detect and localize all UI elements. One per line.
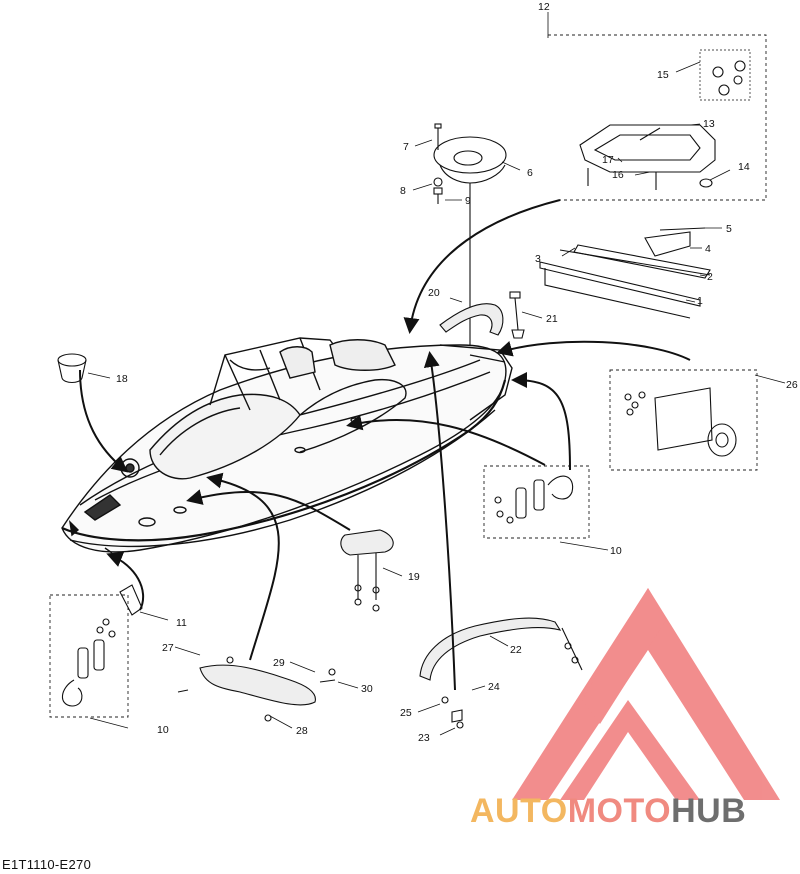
figure-code: E1T1110-E270 xyxy=(2,857,92,872)
callout-19: 19 xyxy=(408,571,420,583)
cleat-icon xyxy=(340,529,394,612)
callout-27: 27 xyxy=(162,642,174,654)
tie-down-eye-left-icon xyxy=(61,618,116,707)
callout-30: 30 xyxy=(361,683,373,695)
callout-8: 8 xyxy=(400,185,406,197)
callout-5: 5 xyxy=(726,223,732,235)
callout-4: 4 xyxy=(705,243,711,255)
bow-bracket-icon xyxy=(119,584,143,616)
bow-handrail-icon xyxy=(177,656,336,722)
callout-16: 16 xyxy=(612,169,624,181)
watermark-logo-icon xyxy=(512,588,780,800)
callout-25: 25 xyxy=(400,707,412,719)
stern-handrail-icon xyxy=(419,617,583,729)
boat-hull xyxy=(61,337,513,554)
callout-18: 18 xyxy=(116,373,128,385)
callout-22: 22 xyxy=(510,644,522,656)
callout-28: 28 xyxy=(296,725,308,737)
callout-10-left: 10 xyxy=(157,724,169,736)
bolt-icon xyxy=(434,123,442,150)
cup-holder-icon xyxy=(57,353,87,384)
callout-11: 11 xyxy=(176,617,187,629)
seat-bracket-icon xyxy=(579,124,716,173)
handle-bolt-icon xyxy=(509,291,525,339)
watermark-hub: HUB xyxy=(671,792,746,830)
callout-15: 15 xyxy=(657,69,669,81)
callout-21: 21 xyxy=(546,313,558,325)
tie-down-eye-icon xyxy=(494,475,574,524)
screw-icon xyxy=(587,168,657,190)
group-box-10-right xyxy=(483,465,590,539)
group-box-26 xyxy=(609,369,758,471)
callout-23: 23 xyxy=(418,732,430,744)
callout-29: 29 xyxy=(273,657,285,669)
nut-icon xyxy=(699,178,713,188)
callout-26: 26 xyxy=(786,379,798,391)
callout-6: 6 xyxy=(527,167,533,179)
callout-13: 13 xyxy=(703,118,715,130)
callout-3: 3 xyxy=(535,253,541,265)
leader-lines xyxy=(79,199,691,691)
callout-12: 12 xyxy=(538,1,550,13)
callout-14: 14 xyxy=(738,161,750,173)
group-box-12 xyxy=(547,34,767,201)
callout-24: 24 xyxy=(488,681,500,693)
callout-7: 7 xyxy=(403,141,409,153)
washer-nut-icon xyxy=(433,177,443,204)
pedestal-plate-icon xyxy=(433,136,507,184)
callout-leaders xyxy=(87,12,786,736)
rubber-mounts-icon xyxy=(699,49,751,101)
watermark-moto: MOTO xyxy=(568,792,671,830)
callout-17: 17 xyxy=(602,154,614,166)
mounting-rails-icon xyxy=(539,227,711,319)
watermark-auto: AUTO xyxy=(470,792,568,830)
watermark-text: AUTOMOTOHUB xyxy=(470,792,746,830)
stern-plate-icon xyxy=(624,387,737,457)
callout-20: 20 xyxy=(428,287,440,299)
callout-1: 1 xyxy=(697,295,703,307)
group-box-10-left xyxy=(49,594,129,718)
callout-10-right: 10 xyxy=(610,545,622,557)
grab-handle-icon xyxy=(439,303,504,336)
callout-9: 9 xyxy=(465,195,471,207)
callout-2: 2 xyxy=(707,271,713,283)
